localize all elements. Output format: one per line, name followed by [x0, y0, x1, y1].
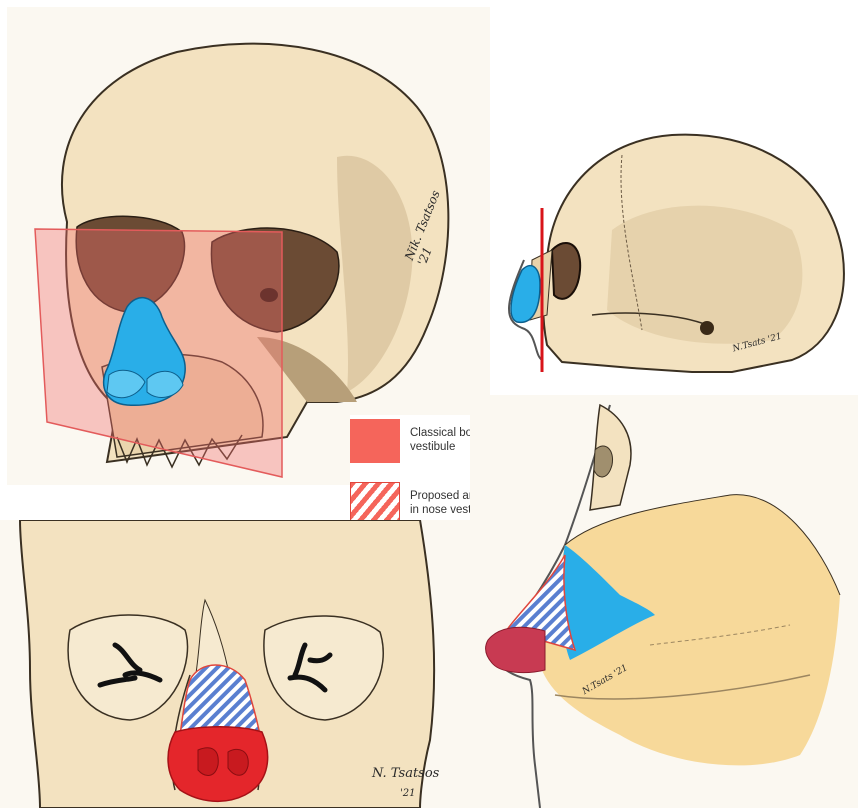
signature-bottom-left-year: '21 — [400, 788, 415, 799]
oblique-skull-panel: Nik. Tsatsos '21 — [7, 7, 490, 485]
lateral-skull-illustration — [492, 110, 855, 393]
frontal-skull-panel: N. Tsatsos '21 — [0, 520, 472, 808]
lateral-skull-panel: N.Tsats '21 — [492, 110, 855, 393]
frontal-skull-illustration — [0, 520, 472, 808]
classical-vestibule-area-sagittal — [486, 627, 545, 672]
ear-canal — [700, 321, 714, 335]
signature-bottom-left: N. Tsatsos — [372, 766, 439, 781]
sagittal-section-illustration — [470, 395, 858, 808]
legend-solid-swatch — [350, 419, 400, 463]
sagittal-section-panel: N.Tsats '21 — [470, 395, 858, 808]
